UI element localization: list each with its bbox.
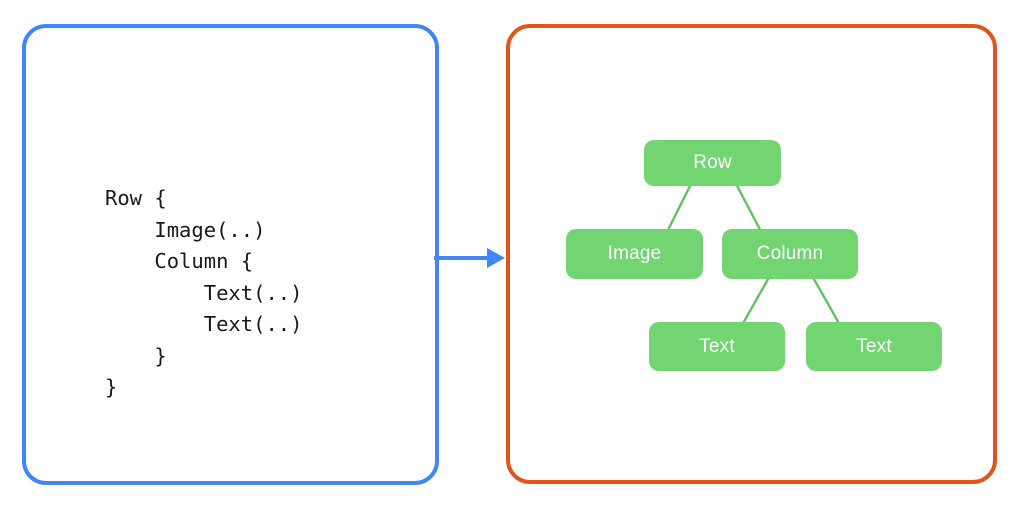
composable-code-block: Row { Image(..) Column { Text(..) Text(.… xyxy=(105,186,303,399)
compiles-to-arrow xyxy=(434,248,505,268)
code-panel: Row { Image(..) Column { Text(..) Text(.… xyxy=(22,24,439,485)
tree-node-column[interactable]: Column xyxy=(722,229,858,279)
tree-node-text-1[interactable]: Text xyxy=(649,322,785,371)
tree-graph: Row Image Column Text Text xyxy=(510,28,1001,488)
tree-node-text-2[interactable]: Text xyxy=(806,322,942,371)
arrow-head xyxy=(487,248,505,268)
tree-node-image[interactable]: Image xyxy=(566,229,703,279)
tree-node-row[interactable]: Row xyxy=(644,140,781,186)
tree-panel: Row Image Column Text Text xyxy=(506,24,997,484)
